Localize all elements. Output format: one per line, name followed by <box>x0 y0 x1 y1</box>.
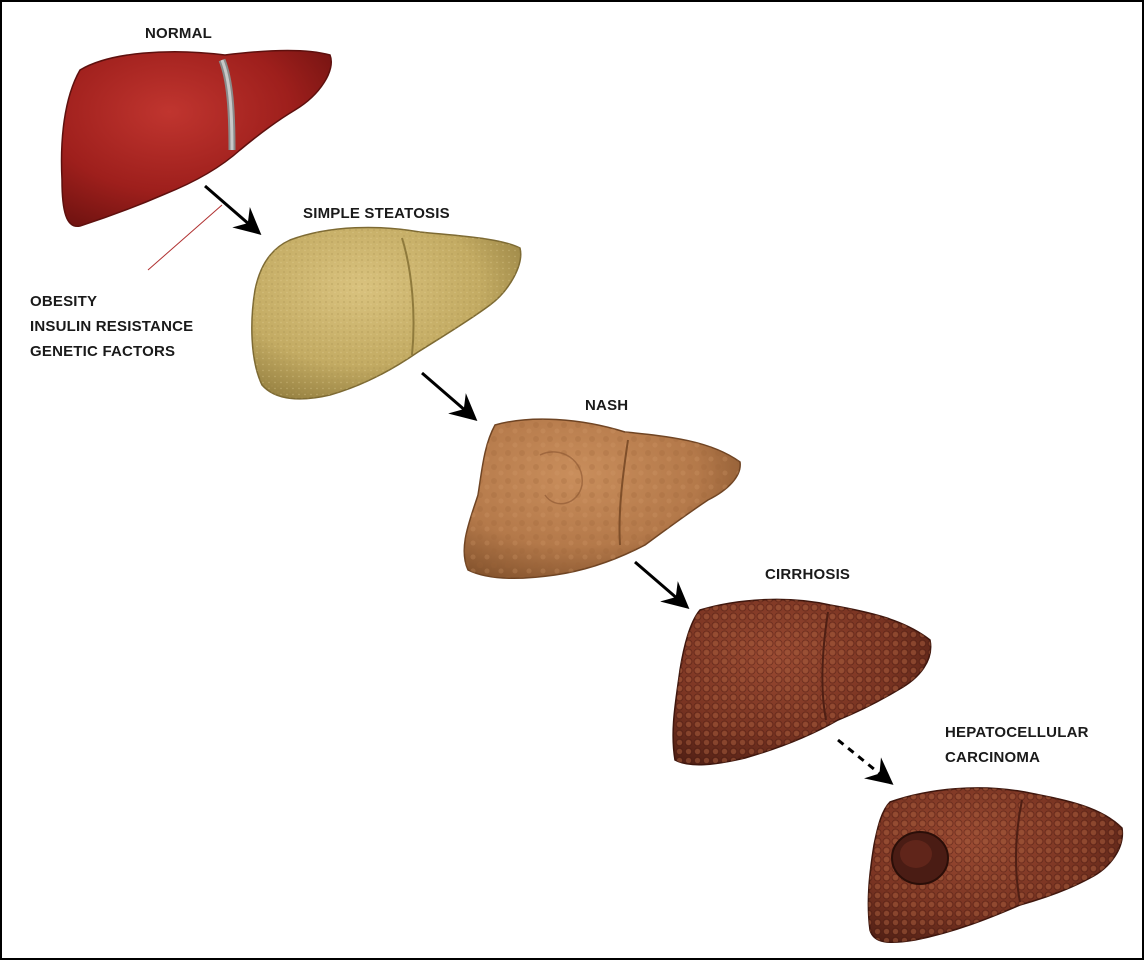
hcc-liver-illustration <box>868 788 1122 942</box>
cirrhosis-liver-illustration <box>673 599 931 764</box>
arrow-normal-to-steatosis <box>205 186 258 232</box>
label-hcc-line2: CARCINOMA <box>945 748 1040 768</box>
arrow-steatosis-to-nash <box>422 373 474 418</box>
label-normal: NORMAL <box>145 24 212 44</box>
risk-factor-obesity: OBESITY <box>30 289 193 314</box>
risk-factor-genetic-factors: GENETIC FACTORS <box>30 339 193 364</box>
label-nash: NASH <box>585 396 628 416</box>
arrow-cirrhosis-to-hcc <box>838 740 890 782</box>
steatosis-liver-illustration <box>252 227 521 398</box>
label-simple-steatosis: SIMPLE STEATOSIS <box>303 204 450 224</box>
nash-liver-illustration <box>464 419 740 578</box>
risk-factors-list: OBESITY INSULIN RESISTANCE GENETIC FACTO… <box>30 289 193 364</box>
risk-factor-pointer-line <box>148 205 222 270</box>
label-cirrhosis: CIRRHOSIS <box>765 565 850 585</box>
label-hcc-line1: HEPATOCELLULAR <box>945 723 1089 743</box>
risk-factor-insulin-resistance: INSULIN RESISTANCE <box>30 314 193 339</box>
tumor-mass <box>892 832 948 884</box>
arrow-nash-to-cirrhosis <box>635 562 686 606</box>
normal-liver-illustration <box>62 50 332 226</box>
